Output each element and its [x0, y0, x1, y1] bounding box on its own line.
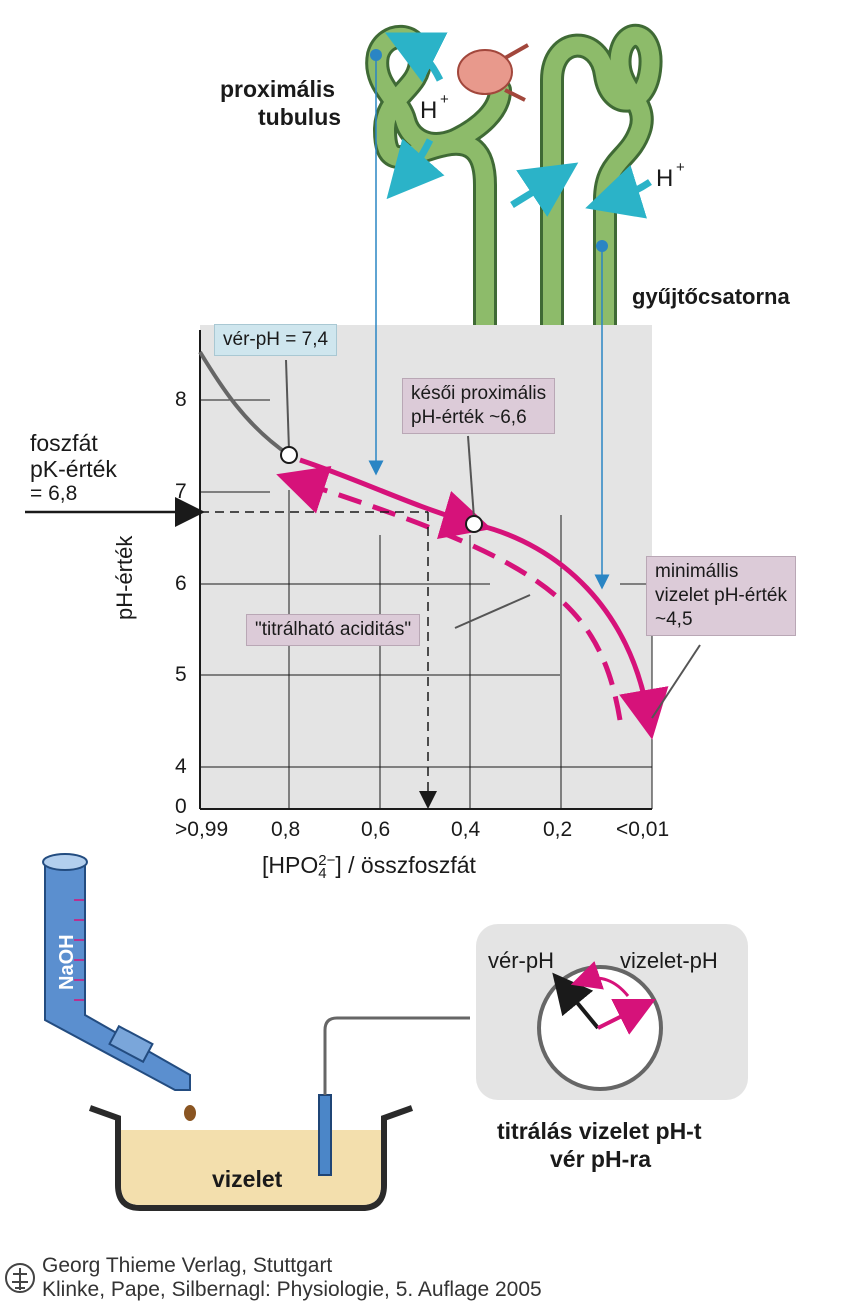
- h-flow-arrow: [386, 138, 445, 200]
- y-tick: 5: [175, 663, 187, 686]
- glomerulus: [457, 49, 513, 95]
- ph-electrode: [318, 1094, 332, 1176]
- blood-ph-needle: [552, 972, 600, 1030]
- beaker: [88, 1105, 414, 1211]
- min-urine-ph-label: minimállis vizelet pH-érték ~4,5: [646, 556, 796, 636]
- y-tick: 8: [175, 388, 187, 411]
- late-proximal-point: [465, 515, 483, 533]
- x-tick: 0,4: [451, 818, 481, 841]
- naoh-burette: [44, 864, 191, 1091]
- blood-ph-label: vér-pH = 7,4: [214, 324, 338, 356]
- pk-label-2: pK-érték: [30, 456, 117, 482]
- h-flow-arrow: [585, 165, 652, 219]
- collecting-curve: [477, 522, 669, 740]
- x-tick: 0,6: [361, 818, 391, 841]
- y-tick: 7: [175, 480, 187, 503]
- meter-urine-ph-label: vizelet-pH: [620, 948, 718, 973]
- y-tick: 0: [175, 795, 187, 818]
- pk-label-1: foszfát: [30, 430, 98, 456]
- h-flow-arrow: [384, 32, 448, 83]
- burette-stopcock: [108, 1024, 154, 1064]
- svg-text:+: +: [440, 91, 449, 108]
- svg-text:+: +: [676, 159, 685, 176]
- meter-blood-ph-label: vér-pH: [488, 948, 555, 973]
- naoh-drop: [184, 1105, 196, 1121]
- titration-caption-1: titrálás vizelet pH-t: [497, 1118, 702, 1144]
- h-flow-arrow: [510, 162, 579, 217]
- titratable-acidity-label: "titrálható aciditás": [246, 614, 421, 646]
- credit-publisher: Georg Thieme Verlag, Stuttgart: [42, 1254, 333, 1277]
- blood-ph-point: [280, 446, 298, 464]
- collecting-duct-label: gyűjtőcsatorna: [632, 284, 790, 309]
- thieme-logo: [5, 1263, 35, 1293]
- nephron-illustration: H + H +: [365, 23, 685, 330]
- credit-book: Klinke, Pape, Silbernagl: Physiologie, 5…: [42, 1278, 542, 1301]
- pk-label-3: = 6,8: [30, 482, 78, 505]
- y-tick: 6: [175, 572, 187, 595]
- urine-ph-needle: [597, 999, 656, 1035]
- urine-label: vizelet: [212, 1166, 283, 1192]
- x-tick: 0,8: [271, 818, 301, 841]
- titration-caption-2: vér pH-ra: [550, 1146, 651, 1172]
- naoh-label: NaOH: [56, 934, 78, 990]
- titration-arc-arrow: [570, 961, 630, 997]
- y-tick: 4: [175, 755, 187, 778]
- h-ion-label: H: [420, 97, 437, 124]
- burette-graduation: [74, 899, 84, 1001]
- urine-fluid: [121, 1130, 381, 1205]
- x-tick: <0,01: [616, 818, 670, 841]
- late-proximal-label: késői proximális pH-érték ~6,6: [402, 378, 556, 434]
- blood-curve: [198, 350, 291, 457]
- proximal-tubule-label-1: proximális: [220, 76, 336, 102]
- proximal-tubule-label-2: tubulus: [258, 104, 342, 130]
- chart-grid: [200, 399, 653, 809]
- x-tick: >0,99: [175, 818, 229, 841]
- h-ion-label: H: [656, 165, 673, 192]
- x-tick: 0,2: [543, 818, 573, 841]
